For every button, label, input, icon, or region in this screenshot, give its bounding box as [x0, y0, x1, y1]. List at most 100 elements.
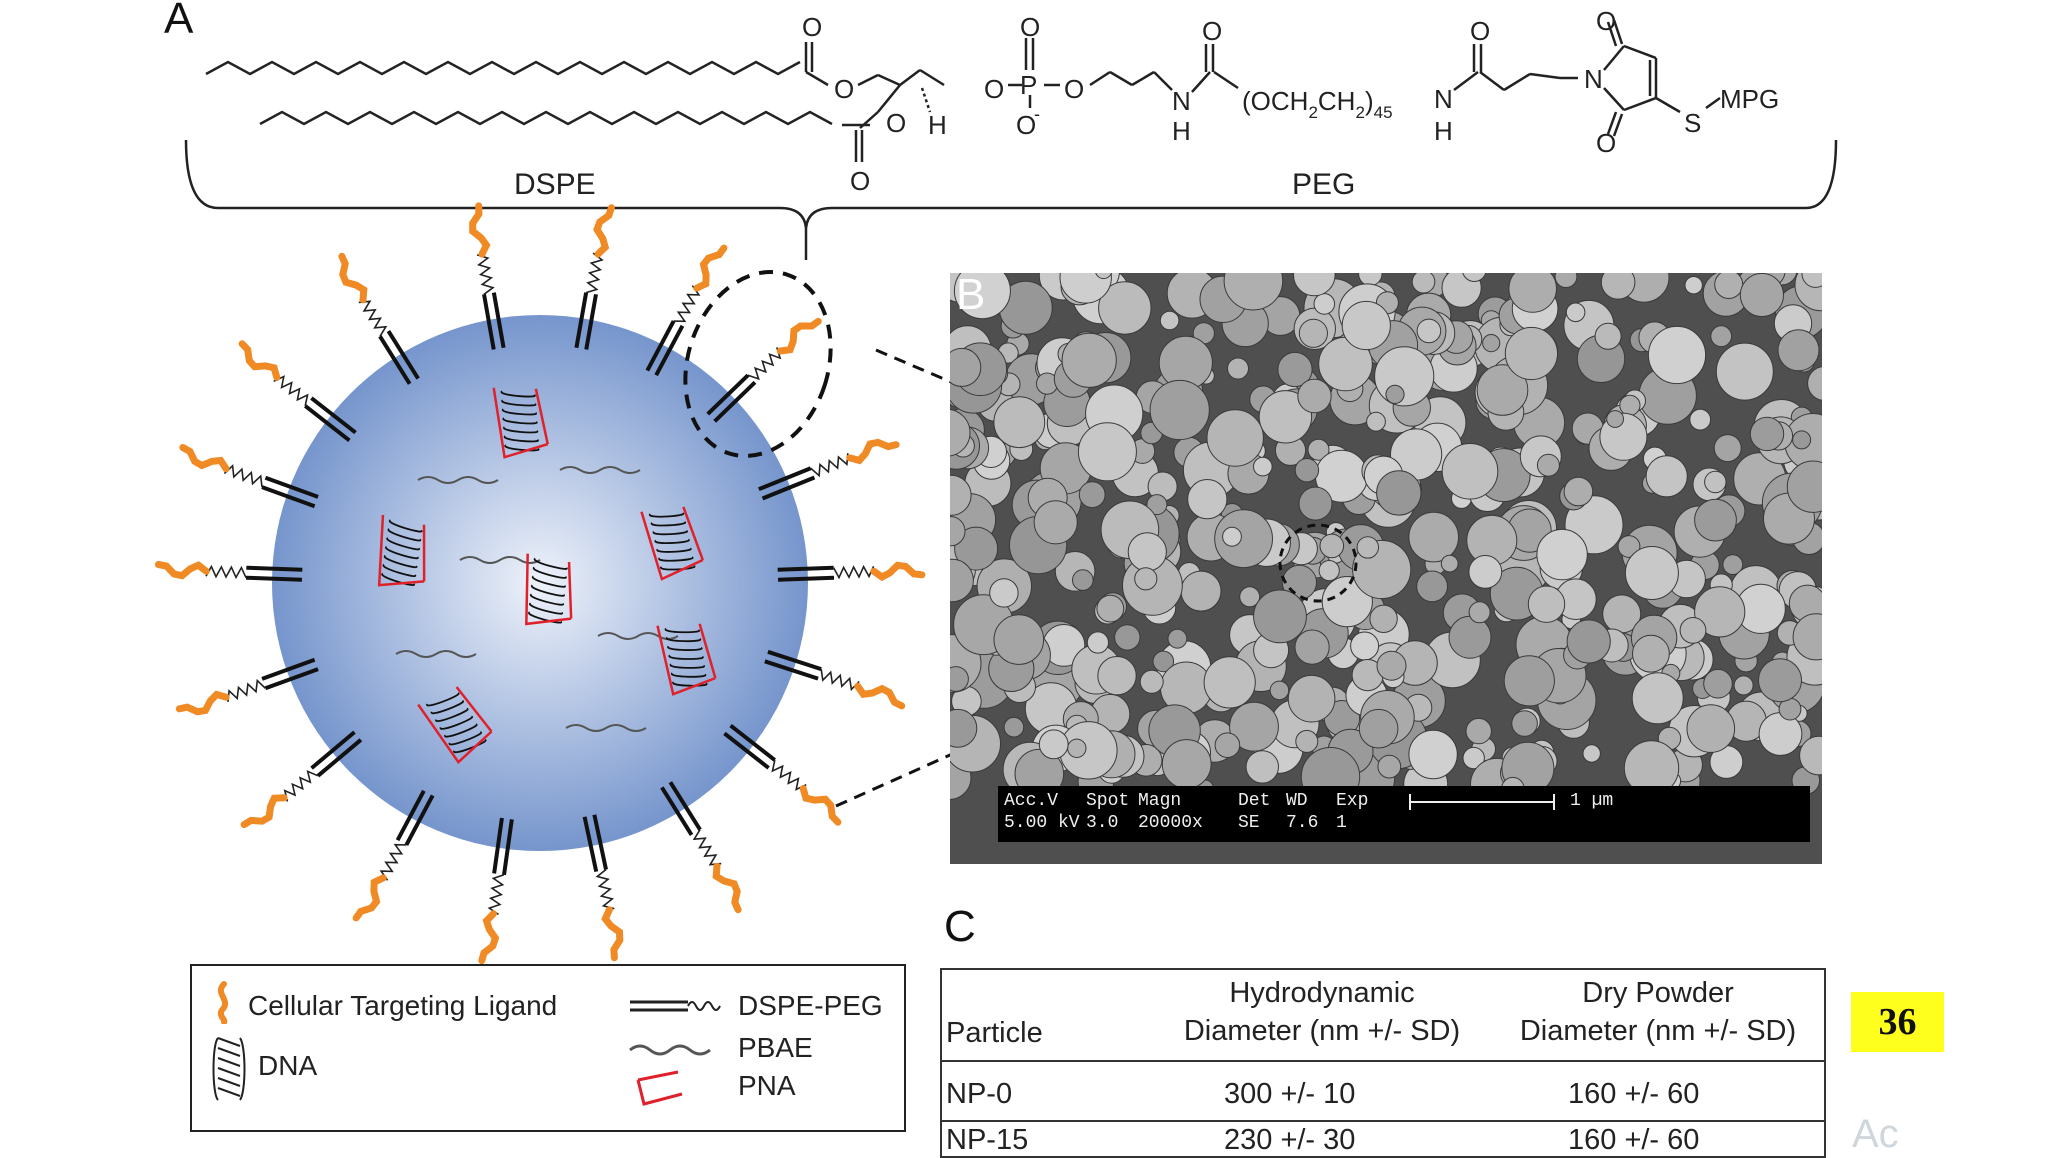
peg-sub-2a: 2 — [1308, 103, 1317, 122]
sem-particle — [1152, 650, 1175, 673]
sem-particle — [1733, 675, 1754, 696]
sem-particle — [1713, 434, 1742, 463]
ester-o-lower: O — [886, 108, 906, 138]
sem-particle — [1222, 526, 1242, 547]
sem-particle — [1159, 310, 1180, 331]
sem-particle — [1038, 729, 1069, 760]
sem-particle — [1187, 479, 1228, 520]
surface-ligand — [660, 781, 742, 914]
pna-legend-icon — [636, 1070, 683, 1106]
sem-particle — [1077, 422, 1137, 482]
sem-particle — [1476, 364, 1529, 416]
maleimide-o-top: O — [1596, 6, 1616, 36]
sem-particle — [1703, 668, 1733, 699]
sem-particle — [1096, 594, 1125, 623]
col-header-dry-line2: Diameter (nm +/- SD) — [1519, 1015, 1797, 1047]
surface-ligand — [179, 444, 319, 509]
sem-particle — [1582, 744, 1601, 763]
maleimide-o-bottom: O — [1596, 128, 1616, 158]
sem-particle — [1097, 656, 1137, 696]
sem-particle — [1647, 325, 1707, 385]
sem-particle — [1411, 273, 1436, 294]
particle-size-table: Particle Hydrodynamic Diameter (nm +/- S… — [940, 968, 1826, 1158]
phosphorus: P — [1020, 70, 1037, 100]
sem-particle — [1358, 708, 1399, 749]
sem-particle — [1033, 500, 1078, 545]
phosphate-o-minus: O — [1016, 110, 1036, 140]
zoom-ellipse — [683, 270, 833, 458]
sem-particle — [1167, 628, 1188, 649]
sem-particle — [1294, 458, 1320, 483]
sem-particle — [1482, 334, 1501, 353]
carbonyl-o-upper: O — [802, 12, 822, 42]
zoom-line-lower — [835, 592, 1311, 808]
sem-particle — [950, 666, 969, 692]
sem-particle — [1714, 273, 1744, 299]
dna-pna-complex — [417, 686, 493, 765]
sem-particle — [1127, 532, 1167, 572]
sem-particle — [1722, 554, 1744, 576]
highlighted-particle-ring — [1278, 523, 1358, 603]
col-header-hydro-line2: Diameter (nm +/- SD) — [1183, 1015, 1461, 1047]
sem-particle — [1258, 390, 1313, 444]
pbae-strand — [395, 650, 477, 658]
sem-particles — [950, 273, 1822, 864]
panel-label-a: A — [164, 0, 194, 43]
sem-particle — [1807, 366, 1822, 401]
sem-particle — [950, 516, 966, 547]
table-row-0-particle: NP-0 — [946, 1078, 1013, 1110]
sem-particle — [1287, 674, 1336, 723]
scale-bar-label: 1 µm — [1570, 791, 1614, 811]
sem-particle — [1223, 273, 1284, 311]
sem-particle — [1554, 273, 1578, 288]
minus-charge: - — [1034, 104, 1040, 124]
sem-particle — [1180, 570, 1222, 612]
peg-ch: CH — [1318, 86, 1356, 116]
sem-particle — [1313, 293, 1336, 315]
sem-particle — [1078, 481, 1106, 509]
legend-ligand-label: Cellular Targeting Ligand — [248, 990, 558, 1021]
sem-particle — [1739, 273, 1784, 318]
dspe-peg-legend-icon — [630, 1000, 721, 1012]
sem-particle — [1318, 560, 1340, 582]
dspe-label: DSPE — [514, 168, 596, 201]
table-row-1-dry: 160 +/- 60 — [1568, 1124, 1700, 1156]
legend-dna-label: DNA — [258, 1050, 318, 1081]
sem-particle — [1298, 486, 1333, 521]
sem-particle — [1777, 329, 1820, 372]
sem-particle — [1149, 379, 1210, 441]
core-pbae-strands — [395, 466, 679, 732]
sem-particle — [1508, 273, 1557, 313]
sem-particle — [1594, 322, 1622, 350]
pbae-strand — [417, 476, 499, 484]
sem-particle — [1416, 318, 1442, 344]
sem-particle — [1536, 453, 1560, 477]
sem-particle — [1350, 631, 1380, 661]
surface-ligand — [478, 817, 514, 965]
legend-dspe-peg-label: DSPE-PEG — [738, 990, 883, 1021]
amide-n: N — [1434, 84, 1453, 114]
acyl-chain-upper — [205, 60, 801, 76]
sem-particle — [1146, 494, 1168, 516]
sem-particle — [1245, 750, 1279, 784]
sem-particle — [1684, 276, 1703, 295]
pbae-strand — [459, 556, 541, 564]
sem-particle — [1600, 273, 1636, 300]
sem-particle — [1440, 554, 1459, 573]
sem-particle — [1462, 746, 1485, 770]
watermark: Ac — [1852, 1112, 1899, 1156]
sem-particle — [1801, 273, 1822, 288]
ester-o-phosphate: O — [984, 74, 1004, 104]
surface-ligand — [352, 789, 435, 922]
sem-particle — [1139, 669, 1164, 694]
sem-particle — [1229, 701, 1279, 752]
dna-legend-icon — [212, 1037, 246, 1101]
sem-particle — [989, 578, 1019, 608]
sem-particle — [993, 396, 1046, 449]
mpg-label: MPG — [1720, 84, 1779, 114]
carbamate-h: H — [1172, 116, 1191, 146]
sem-particle — [1786, 460, 1822, 513]
col-header-particle: Particle — [946, 1017, 1043, 1049]
surface-ligand — [574, 204, 615, 350]
